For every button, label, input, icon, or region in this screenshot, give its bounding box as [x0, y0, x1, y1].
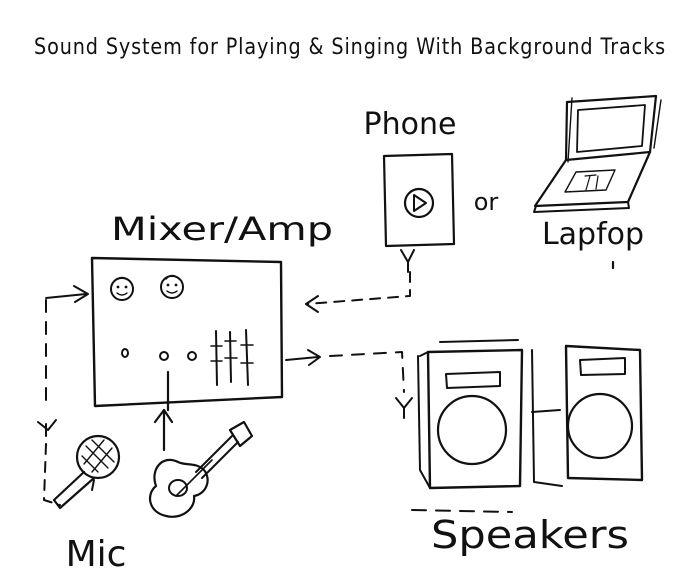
guitar	[148, 420, 254, 518]
guitar-to-mixer-connection	[153, 370, 174, 452]
phone-to-mixer-connection	[305, 271, 411, 313]
speakers	[411, 339, 644, 513]
speakers-label: Speakers	[431, 513, 629, 557]
small-knob-1	[121, 348, 129, 358]
laptop: Lapfop	[533, 94, 662, 270]
phone-jack	[400, 249, 415, 273]
channel-knob-2	[160, 274, 184, 299]
phone-label: Phone	[364, 107, 457, 142]
laptop-label: Lapfop	[542, 217, 644, 252]
or-label: or	[474, 188, 499, 216]
mixer-amp	[90, 256, 284, 408]
play-icon	[403, 187, 435, 219]
mixer-to-speakers-connection	[285, 349, 413, 419]
fader-sliders	[210, 329, 254, 386]
speaker-left	[417, 339, 524, 490]
diagram-title: Sound System for Playing & Singing With …	[34, 35, 666, 60]
mixer-label: Mixer/Amp	[111, 210, 333, 248]
small-knob-3	[187, 351, 197, 361]
microphone	[52, 434, 121, 510]
phone: Phone	[364, 107, 457, 273]
mic-to-mixer-connection	[37, 285, 89, 506]
small-knob-2	[159, 351, 169, 361]
mic-label: Mic	[66, 534, 127, 575]
channel-knob-1	[110, 276, 134, 301]
speaker-right	[531, 344, 644, 487]
